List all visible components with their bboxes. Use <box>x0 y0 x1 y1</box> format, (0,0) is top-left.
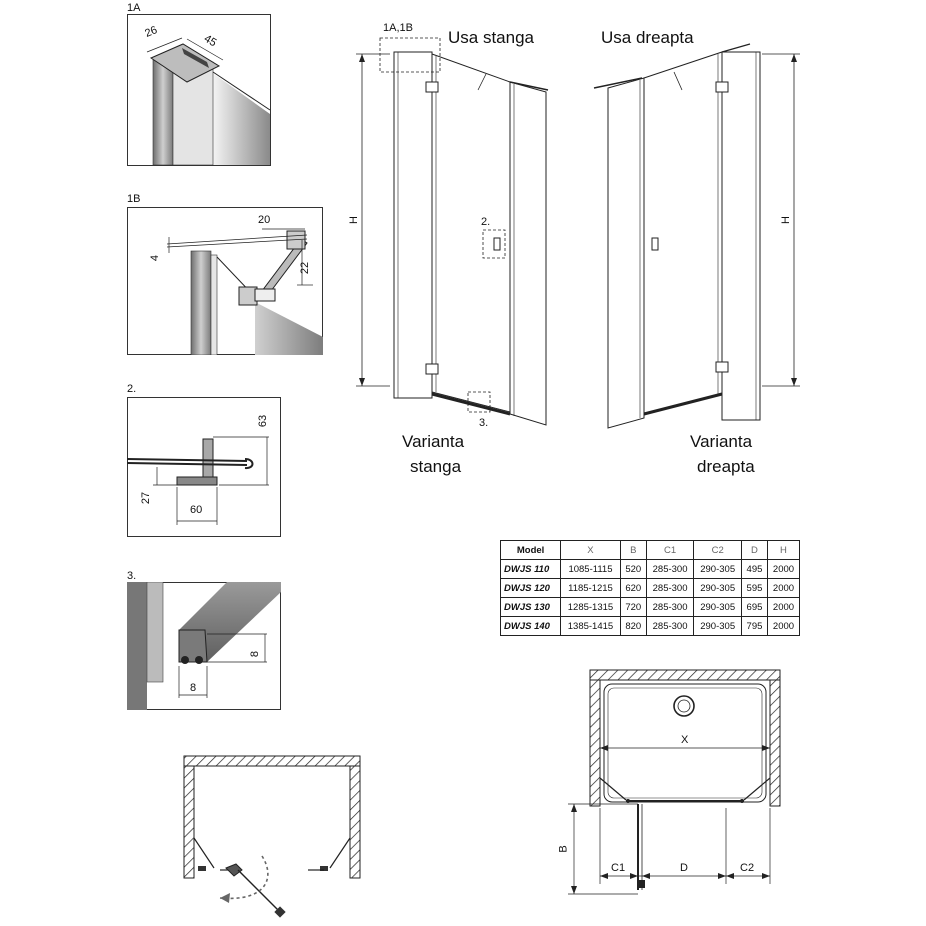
header-h: H <box>766 540 801 560</box>
dim-3-8-vertical: 8 <box>249 650 262 658</box>
cell-c2: 290-305 <box>693 616 742 636</box>
cell-c1: 285-300 <box>645 578 695 598</box>
cell-h: 2000 <box>766 578 801 598</box>
left-callout-3: 3. <box>479 417 489 429</box>
cell-model: DWJS 130 <box>499 597 562 617</box>
detail-1a-drawing <box>127 14 271 166</box>
cell-b: 720 <box>619 597 647 617</box>
dim-1b-4: 4 <box>149 254 162 262</box>
cell-c2: 290-305 <box>693 578 742 598</box>
cell-b: 820 <box>619 616 647 636</box>
dim-3-8-horizontal: 8 <box>190 682 197 694</box>
cell-h: 2000 <box>766 559 801 579</box>
cell-c1: 285-300 <box>645 616 695 636</box>
cell-c2: 290-305 <box>693 559 742 579</box>
table-header-row: Model X B C1 C2 D H <box>499 540 801 560</box>
detail-1a-title: 1A <box>127 2 141 14</box>
left-callout-2: 2. <box>481 216 491 228</box>
detail-1b-drawing <box>127 207 323 355</box>
cell-model: DWJS 110 <box>499 559 562 579</box>
header-c1: C1 <box>645 540 695 560</box>
detail-2-drawing <box>127 397 281 537</box>
cell-model: DWJS 120 <box>499 578 562 598</box>
plan-x-label: X <box>681 734 689 746</box>
right-caption-line1: Varianta <box>690 432 753 451</box>
detail-2-title: 2. <box>127 383 137 395</box>
model-dimensions-table: Model X B C1 C2 D H DWJS 110 1085-1115 5… <box>499 540 801 636</box>
table-row: DWJS 140 1385-1415 820 285-300 290-305 7… <box>499 616 801 636</box>
cell-c1: 285-300 <box>645 559 695 579</box>
detail-1b-title: 1B <box>127 193 141 205</box>
plan-b-label: B <box>557 845 570 853</box>
dim-1b-20: 20 <box>258 214 271 226</box>
plan-d-label: D <box>680 862 688 874</box>
right-caption-line2: dreapta <box>697 457 755 476</box>
cell-c2: 290-305 <box>693 597 742 617</box>
header-c2: C2 <box>693 540 742 560</box>
left-caption-line1: Varianta <box>402 432 465 451</box>
left-height-label: H <box>347 216 360 224</box>
right-handle-label: Usa dreapta <box>601 28 694 47</box>
dim-2-27: 27 <box>140 491 153 505</box>
detail-3-drawing <box>127 582 281 710</box>
cell-x: 1085-1115 <box>560 559 621 579</box>
header-d: D <box>740 540 768 560</box>
door-swing-plan <box>183 755 361 918</box>
left-variant-elevation <box>356 37 549 426</box>
dim-2-60: 60 <box>190 504 203 516</box>
plan-c1-label: C1 <box>611 862 626 874</box>
cell-b: 620 <box>619 578 647 598</box>
header-b: B <box>619 540 647 560</box>
cell-x: 1285-1315 <box>560 597 621 617</box>
cell-h: 2000 <box>766 616 801 636</box>
dim-2-63: 63 <box>257 414 270 428</box>
table-row: DWJS 120 1185-1215 620 285-300 290-305 5… <box>499 578 801 598</box>
detail-3-title: 3. <box>127 570 137 582</box>
right-height-label: H <box>779 216 792 224</box>
cell-x: 1385-1415 <box>560 616 621 636</box>
cell-c1: 285-300 <box>645 597 695 617</box>
header-x: X <box>560 540 621 560</box>
cell-d: 695 <box>740 597 768 617</box>
cell-d: 795 <box>740 616 768 636</box>
cell-model: DWJS 140 <box>499 616 562 636</box>
plan-c2-label: C2 <box>740 862 755 874</box>
cell-d: 595 <box>740 578 768 598</box>
cell-d: 495 <box>740 559 768 579</box>
cell-b: 520 <box>619 559 647 579</box>
cell-h: 2000 <box>766 597 801 617</box>
installation-plan <box>568 669 781 895</box>
cell-x: 1185-1215 <box>560 578 621 598</box>
table-row: DWJS 110 1085-1115 520 285-300 290-305 4… <box>499 559 801 579</box>
table-row: DWJS 130 1285-1315 720 285-300 290-305 6… <box>499 597 801 617</box>
right-variant-elevation <box>593 43 800 429</box>
left-caption-line2: stanga <box>410 457 462 476</box>
left-callout-1a1b: 1A,1B <box>383 22 413 34</box>
dim-1b-22: 22 <box>299 261 312 275</box>
left-handle-label: Usa stanga <box>448 28 534 47</box>
header-model: Model <box>499 540 562 560</box>
